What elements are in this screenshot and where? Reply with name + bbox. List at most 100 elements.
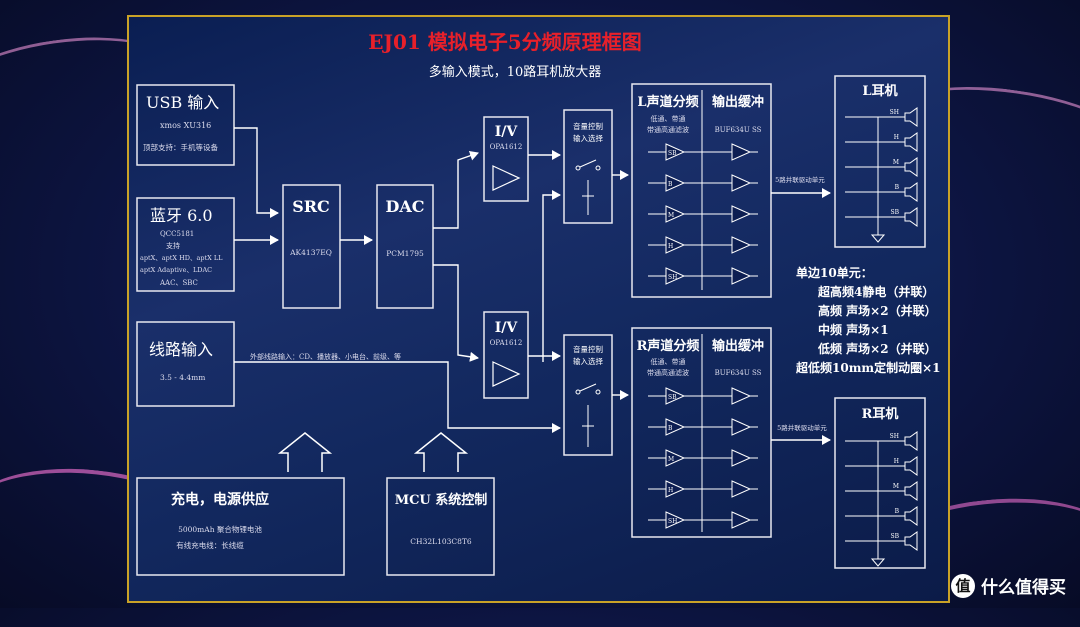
r-driver-label: M bbox=[893, 483, 899, 490]
l-driver-label: B bbox=[895, 184, 900, 191]
buffer-opamp-icon bbox=[731, 236, 752, 254]
r-channel-label: B bbox=[668, 425, 673, 432]
speaker-icon bbox=[904, 207, 918, 227]
l-channel-label: B bbox=[668, 181, 673, 188]
line-input-title: 线路输入 bbox=[149, 340, 213, 359]
r-driver-label: H bbox=[894, 458, 899, 465]
l-driver-row: M bbox=[845, 157, 918, 177]
speaker-icon bbox=[904, 456, 918, 476]
signal-lines bbox=[234, 127, 831, 445]
power-title: 充电，电源供应 bbox=[171, 491, 269, 508]
buffer-opamp-icon bbox=[731, 387, 752, 405]
l-driver-label: H bbox=[894, 134, 899, 141]
spec-line: 超低频10mm定制动圈×1 bbox=[795, 360, 941, 375]
l-channel-row: SH bbox=[648, 267, 758, 285]
speaker-icon bbox=[904, 132, 918, 152]
buffer-opamp-icon bbox=[731, 449, 752, 467]
buffer-opamp-icon bbox=[731, 174, 752, 192]
iv-top-block: I/V OPA1612 bbox=[483, 116, 529, 202]
l-channel-label: M bbox=[668, 212, 674, 219]
r-channel-row: H bbox=[648, 480, 758, 498]
watermark-badge-icon: 值 bbox=[951, 573, 975, 598]
selector-bottom-line: 输入选择 bbox=[573, 356, 603, 366]
r-driver-label: SH bbox=[890, 433, 899, 440]
l-buffer-title: 输出缓冲 bbox=[712, 94, 764, 110]
r-driver-label: SB bbox=[890, 533, 899, 540]
bluetooth-input-title: 蓝牙 6.0 bbox=[150, 206, 213, 225]
diagram-panel bbox=[127, 15, 950, 603]
l-driver-label: M bbox=[893, 159, 899, 166]
bluetooth-line: 支持 bbox=[166, 241, 180, 250]
watermark: 值 什么值得买 bbox=[951, 573, 1066, 598]
usb-input-block: USB 输入 xmos XU316 顶部支持：手机等设备 bbox=[136, 84, 235, 166]
ground-icon bbox=[870, 234, 886, 243]
r-crossover-sub: 低通、带通 bbox=[651, 357, 686, 366]
mcu-up-arrow bbox=[413, 432, 469, 472]
l-channel-row: H bbox=[648, 236, 758, 254]
l-crossover-block: L声道分频 输出缓冲 低通、带通 带通高通滤波 BUF634U SS SBBMH… bbox=[631, 83, 772, 298]
selector-top-line: 输入选择 bbox=[573, 133, 603, 143]
l-driver-row: H bbox=[845, 132, 918, 152]
ground-icon bbox=[870, 558, 886, 567]
iv-bottom-part: OPA1612 bbox=[490, 339, 523, 347]
buffer-opamp-icon bbox=[731, 267, 752, 285]
dac-part: PCM1795 bbox=[386, 249, 424, 258]
iv-top-part: OPA1612 bbox=[490, 143, 523, 151]
l-buffer-part: BUF634U SS bbox=[715, 126, 762, 134]
l-driver-label: SB bbox=[890, 209, 899, 216]
l-crossover-title: L声道分频 bbox=[637, 94, 698, 110]
r-channel-label: H bbox=[668, 487, 673, 494]
r-channel-label: M bbox=[668, 456, 674, 463]
filter-opamp-icon bbox=[665, 511, 686, 529]
r-earphone-title: R耳机 bbox=[862, 406, 899, 422]
l-channel-label: SH bbox=[668, 274, 677, 281]
r-channel-row: M bbox=[648, 449, 758, 467]
diagram-subtitle: 多输入模式，10路耳机放大器 bbox=[429, 64, 602, 80]
buffer-opamp-icon bbox=[731, 205, 752, 223]
filter-opamp-icon bbox=[665, 387, 686, 405]
filter-opamp-icon bbox=[665, 418, 686, 436]
spec-line: 中频 声场×1 bbox=[818, 322, 889, 337]
selector-bottom-block: 音量控制 输入选择 bbox=[563, 334, 613, 456]
selector-top-line: 音量控制 bbox=[573, 121, 603, 131]
diagram-title: EJ01 模拟电子5分频原理框图 bbox=[368, 30, 641, 54]
src-block: SRC AK4137EQ bbox=[282, 184, 341, 309]
spec-line: 超高频4静电（并联） bbox=[817, 284, 934, 299]
bluetooth-line: QCC5181 bbox=[160, 230, 194, 238]
speaker-icon bbox=[904, 157, 918, 177]
r-crossover-block: R声道分频 输出缓冲 低通、带通 带通高通滤波 BUF634U SS SB B M H… bbox=[631, 327, 772, 538]
r-crossover-sub: 带通高通滤波 bbox=[647, 368, 689, 377]
l-crossover-sub: 低通、带通 bbox=[651, 114, 686, 123]
power-line: 有线充电线：长线缆 bbox=[176, 540, 244, 550]
filter-opamp-icon bbox=[665, 205, 686, 223]
line-input-note: 外部线路输入：CD、播放器、小电台、前级、等 bbox=[250, 352, 401, 361]
buffer-opamp-icon bbox=[731, 143, 752, 161]
r-buffer-title: 输出缓冲 bbox=[712, 338, 764, 354]
spec-line: 低频 声场×2（并联） bbox=[817, 341, 937, 356]
speaker-icon bbox=[904, 182, 918, 202]
l-arrow-note: 5路并联驱动单元 bbox=[775, 175, 825, 184]
l-channel-label: H bbox=[668, 243, 673, 250]
src-title: SRC bbox=[292, 197, 330, 216]
usb-input-note: 顶部支持：手机等设备 bbox=[143, 142, 218, 152]
r-driver-row: H bbox=[845, 456, 918, 476]
usb-input-chip: xmos XU316 bbox=[160, 121, 211, 130]
filter-opamp-icon bbox=[665, 174, 686, 192]
mcu-block: MCU 系统控制 CH32L103C8T6 bbox=[386, 477, 495, 576]
buffer-opamp-icon bbox=[731, 511, 752, 529]
r-driver-row: B bbox=[845, 506, 918, 526]
r-channel-label: SB bbox=[668, 394, 677, 401]
r-channel-row: SB bbox=[648, 387, 758, 405]
r-buffer-part: BUF634U SS bbox=[715, 369, 762, 377]
bluetooth-input-block: 蓝牙 6.0 QCC5181 支持 aptX、aptX HD、aptX LL a… bbox=[136, 197, 235, 292]
speaker-icon bbox=[904, 531, 918, 551]
l-earphone-title: L耳机 bbox=[862, 83, 897, 99]
filter-opamp-icon bbox=[665, 236, 686, 254]
l-driver-row: SB bbox=[845, 207, 918, 227]
spec-line: 单边10单元： bbox=[796, 265, 873, 280]
iv-bottom-block: I/V OPA1612 bbox=[483, 311, 529, 399]
buffer-opamp-icon bbox=[731, 418, 752, 436]
iv-top-title: I/V bbox=[495, 124, 519, 140]
r-crossover-title: R声道分频 bbox=[637, 338, 700, 354]
